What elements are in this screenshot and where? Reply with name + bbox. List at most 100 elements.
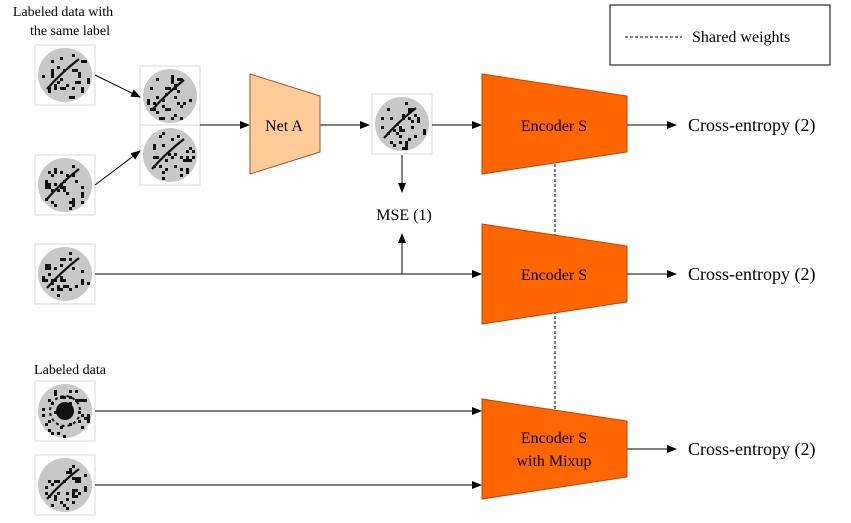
defect-pixel bbox=[72, 69, 75, 72]
wafer-thumbnails bbox=[34, 44, 433, 516]
defect-pixel bbox=[162, 105, 165, 108]
defect-pixel bbox=[84, 489, 87, 492]
wafer-disc bbox=[38, 48, 92, 102]
defect-pixel bbox=[72, 198, 75, 201]
defect-pixel bbox=[174, 165, 177, 168]
defect-pixel bbox=[81, 60, 84, 63]
defect-pixel bbox=[171, 117, 174, 120]
wafer-pair-top bbox=[139, 65, 201, 127]
defect-pixel bbox=[81, 90, 84, 93]
wafer-real bbox=[34, 243, 96, 305]
defect-pixel bbox=[81, 270, 84, 273]
defect-pixel bbox=[192, 150, 195, 153]
defect-pixel bbox=[57, 285, 60, 288]
defect-pixel bbox=[399, 141, 402, 144]
defect-pixel bbox=[72, 477, 75, 480]
defect-pixel bbox=[399, 135, 402, 138]
defect-pixel bbox=[60, 279, 63, 282]
wafer-labeled-2 bbox=[34, 454, 96, 516]
defect-pixel bbox=[69, 471, 72, 474]
defect-pixel bbox=[60, 396, 63, 399]
encoder-3-block: Encoder S with Mixup bbox=[481, 398, 628, 500]
defect-pixel bbox=[408, 138, 411, 141]
defect-pixel bbox=[192, 156, 195, 159]
legend-label: Shared weights bbox=[692, 29, 790, 46]
defect-pixel bbox=[60, 87, 63, 90]
defect-pixel bbox=[153, 144, 156, 147]
scratch-defect bbox=[383, 107, 417, 139]
defect-pixel bbox=[54, 171, 57, 174]
scratch-defect bbox=[46, 168, 80, 200]
defect-pixel bbox=[42, 414, 45, 417]
defect-pixel bbox=[45, 264, 48, 267]
defect-pixel bbox=[156, 96, 159, 99]
defect-pixel bbox=[60, 171, 63, 174]
defect-pixel bbox=[156, 78, 159, 81]
defect-pixel bbox=[81, 87, 84, 90]
defect-pixel bbox=[51, 483, 54, 486]
defect-pixel bbox=[153, 102, 156, 105]
defect-pixel bbox=[63, 396, 66, 399]
defect-pixel bbox=[402, 114, 405, 117]
encoder-2-label: Encoder S bbox=[521, 267, 587, 284]
caption-same-label-line2: the same label bbox=[30, 24, 110, 39]
defect-pixel bbox=[78, 420, 81, 423]
encoder-2-shape bbox=[481, 223, 628, 325]
defect-pixel bbox=[66, 192, 69, 195]
defect-pixel bbox=[165, 108, 168, 111]
defect-pixel bbox=[54, 480, 57, 483]
arrow-wafer1-to-pair bbox=[94, 74, 141, 98]
defect-pixel bbox=[72, 54, 75, 57]
defect-pixel bbox=[69, 423, 72, 426]
defect-pixel bbox=[48, 420, 51, 423]
defect-pixel bbox=[75, 81, 78, 84]
defect-pixel bbox=[174, 96, 177, 99]
defect-pixel bbox=[387, 108, 390, 111]
defect-pixel bbox=[57, 81, 60, 84]
defect-pixel bbox=[174, 153, 177, 156]
defect-pixel bbox=[180, 105, 183, 108]
defect-pixel bbox=[153, 108, 156, 111]
defect-pixel bbox=[69, 207, 72, 210]
defect-pixel bbox=[186, 156, 189, 159]
net-a-shape bbox=[249, 73, 321, 175]
mse-label: MSE (1) bbox=[376, 207, 432, 224]
defect-pixel bbox=[60, 288, 63, 291]
defect-pixel bbox=[72, 267, 75, 270]
defect-pixel bbox=[417, 117, 420, 120]
defect-pixel bbox=[189, 159, 192, 162]
defect-pixel bbox=[69, 252, 72, 255]
defect-pixel bbox=[54, 393, 57, 396]
defect-pixel bbox=[153, 147, 156, 150]
defect-pixel bbox=[60, 426, 63, 429]
defect-pixel bbox=[183, 102, 186, 105]
defect-pixel bbox=[78, 480, 81, 483]
defect-pixel bbox=[42, 408, 45, 411]
defect-pixel bbox=[75, 180, 78, 183]
defect-pixel bbox=[63, 279, 66, 282]
defect-pixel bbox=[54, 87, 57, 90]
net-a-block: Net A bbox=[249, 73, 321, 175]
defect-pixel bbox=[405, 147, 408, 150]
defect-pixel bbox=[180, 117, 183, 120]
defect-pixel bbox=[189, 147, 192, 150]
defect-pixel bbox=[177, 90, 180, 93]
defect-pixel bbox=[162, 177, 165, 180]
defect-pixel bbox=[423, 132, 426, 135]
net-a-label: Net A bbox=[265, 118, 303, 135]
defect-pixel bbox=[51, 72, 54, 75]
defect-pixel bbox=[48, 90, 51, 93]
defect-pixel bbox=[60, 57, 63, 60]
defect-pixel bbox=[75, 477, 78, 480]
defect-pixel bbox=[72, 96, 75, 99]
defect-pixel bbox=[177, 135, 180, 138]
defect-pixel bbox=[57, 492, 60, 495]
defect-pixel bbox=[159, 165, 162, 168]
defect-pixel bbox=[78, 72, 81, 75]
defect-pixel bbox=[75, 399, 78, 402]
defect-pixel bbox=[54, 498, 57, 501]
defect-pixel bbox=[72, 501, 75, 504]
defect-pixel bbox=[147, 102, 150, 105]
defect-pixel bbox=[48, 171, 51, 174]
